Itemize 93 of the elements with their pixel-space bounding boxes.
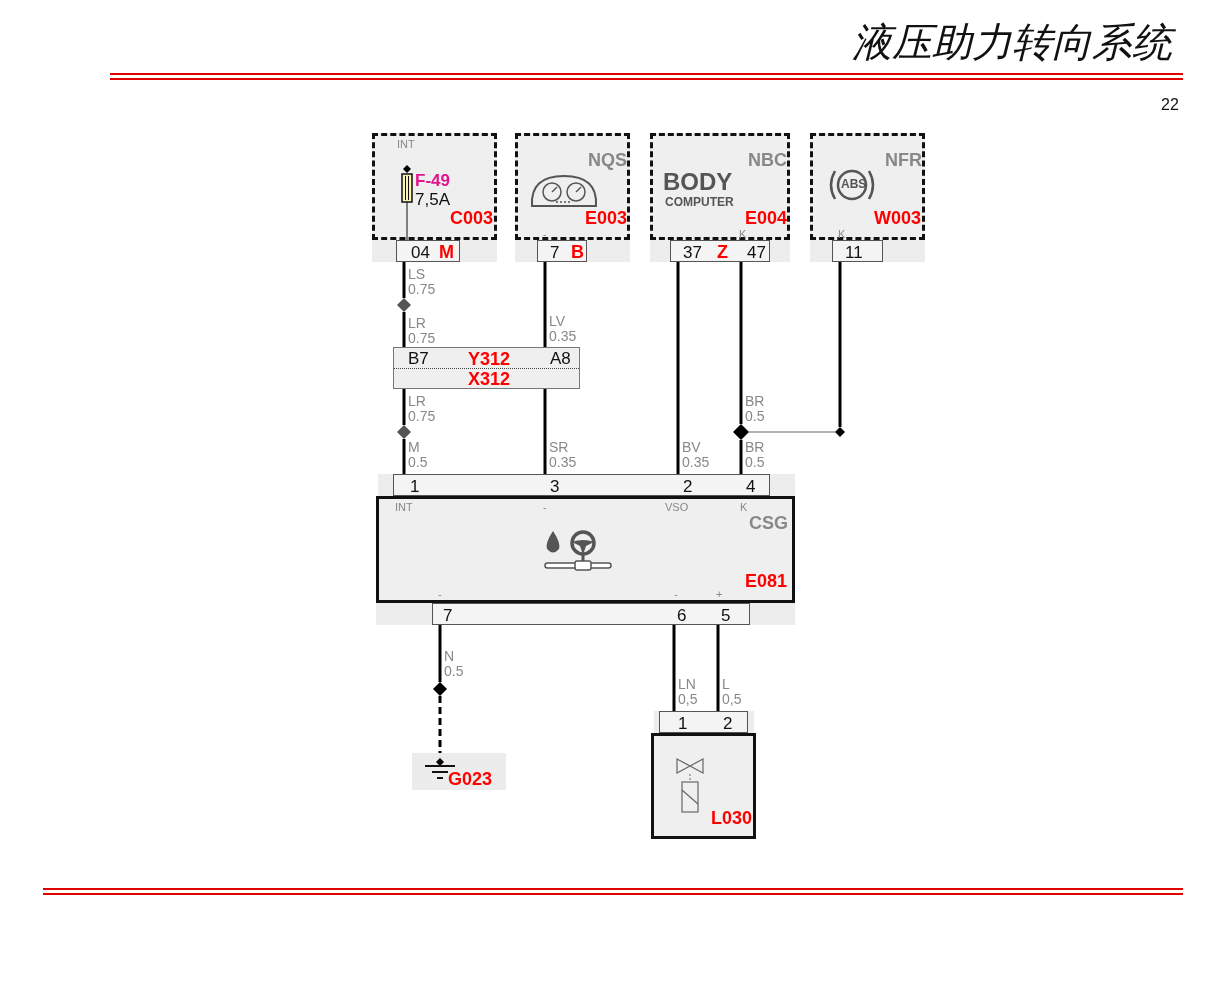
connector-code: Z	[717, 243, 728, 261]
wire	[543, 389, 547, 474]
module-name: CSG	[749, 514, 788, 532]
splice-diamond	[835, 427, 845, 437]
connector-strip	[396, 240, 460, 262]
abs-symbol: ABS	[841, 178, 867, 190]
wire	[402, 312, 406, 347]
pin-number: 1	[678, 715, 688, 732]
component-code: C003	[450, 209, 494, 227]
wire-label: LR 0.75	[408, 316, 436, 346]
fuse-label: F-49	[415, 172, 450, 189]
pin-label: K	[739, 229, 747, 240]
wire	[748, 431, 836, 433]
pin-number: 7	[550, 244, 560, 261]
wire	[739, 440, 743, 474]
ground-point	[412, 753, 506, 790]
pin-number: 04	[411, 244, 430, 261]
control-unit-box	[376, 496, 795, 603]
module-name: NFR	[885, 151, 922, 169]
pin-label: -	[543, 229, 547, 240]
wire-label: LS 0.75	[408, 267, 436, 297]
wire	[838, 262, 842, 427]
fuse-rating: 7,5A	[415, 191, 450, 208]
pin-number: 2	[683, 478, 693, 495]
component-code: G023	[448, 770, 493, 788]
wire-label: N 0.5	[444, 649, 464, 679]
pin-number: 4	[746, 478, 756, 495]
pin-number: 6	[677, 607, 687, 624]
splice-diamond	[733, 424, 749, 440]
wire	[739, 262, 743, 424]
wire-label: L 0,5	[722, 677, 742, 707]
pin-number: 47	[747, 244, 766, 261]
pin-label: +	[716, 589, 723, 600]
wire	[716, 625, 720, 711]
module-label: COMPUTER	[665, 196, 734, 208]
connector-code: M	[439, 243, 454, 261]
module-box	[650, 133, 790, 240]
pin-number: 11	[845, 244, 863, 261]
wire-label: M 0.5	[408, 440, 428, 470]
pin-number: 2	[723, 715, 733, 732]
pin-label: INT	[395, 502, 413, 513]
pin-label: VSO	[665, 502, 689, 513]
module-label: BODY	[663, 170, 733, 194]
module-box	[810, 133, 925, 240]
connector-code: X312	[468, 370, 511, 388]
component-code: L030	[711, 809, 753, 827]
pin-number: B7	[408, 350, 429, 367]
pin-label: -	[438, 589, 442, 600]
splice-diamond	[397, 425, 411, 439]
connector-code: Y312	[468, 350, 511, 368]
wire-label: BV 0.35	[682, 440, 710, 470]
valve-box	[651, 733, 756, 839]
pin-label: K	[740, 502, 748, 513]
wire-label: SR 0.35	[549, 440, 577, 470]
pin-number: 3	[550, 478, 560, 495]
inline-connector	[393, 347, 580, 389]
wire	[402, 262, 406, 298]
component-code: E003	[585, 209, 628, 227]
wire	[402, 439, 406, 474]
connector-code: B	[571, 243, 584, 261]
wire	[438, 625, 442, 682]
wire-label: LN 0,5	[678, 677, 698, 707]
module-name: NQS	[588, 151, 627, 169]
wire-label: LR 0.75	[408, 394, 436, 424]
splice-diamond	[397, 298, 411, 312]
wire	[438, 696, 442, 753]
pin-label: -	[543, 502, 547, 513]
pin-label: INT	[397, 139, 415, 150]
pin-number: 7	[443, 607, 453, 624]
pin-number: 1	[410, 478, 420, 495]
wire-label: BR 0.5	[745, 394, 765, 424]
module-box	[515, 133, 630, 240]
module-box	[372, 133, 497, 240]
wire-label: BR 0.5	[745, 440, 765, 470]
pin-label: -	[674, 589, 678, 600]
component-code: W003	[874, 209, 922, 227]
wire	[543, 262, 547, 347]
page-number: 22	[1161, 97, 1179, 113]
connector-strip	[393, 474, 770, 496]
wire	[672, 625, 676, 711]
pin-number: A8	[550, 350, 571, 367]
wire	[402, 389, 406, 425]
connector-strip	[659, 711, 748, 733]
pin-number: 37	[683, 244, 702, 261]
wire	[676, 262, 680, 474]
module-name: NBC	[748, 151, 787, 169]
splice-diamond	[433, 682, 447, 696]
connector-strip	[432, 603, 750, 625]
pin-label: K	[838, 229, 846, 240]
pin-number: 5	[721, 607, 731, 624]
component-code: E081	[745, 572, 788, 590]
component-code: E004	[745, 209, 788, 227]
wire-label: LV 0.35	[549, 314, 577, 344]
